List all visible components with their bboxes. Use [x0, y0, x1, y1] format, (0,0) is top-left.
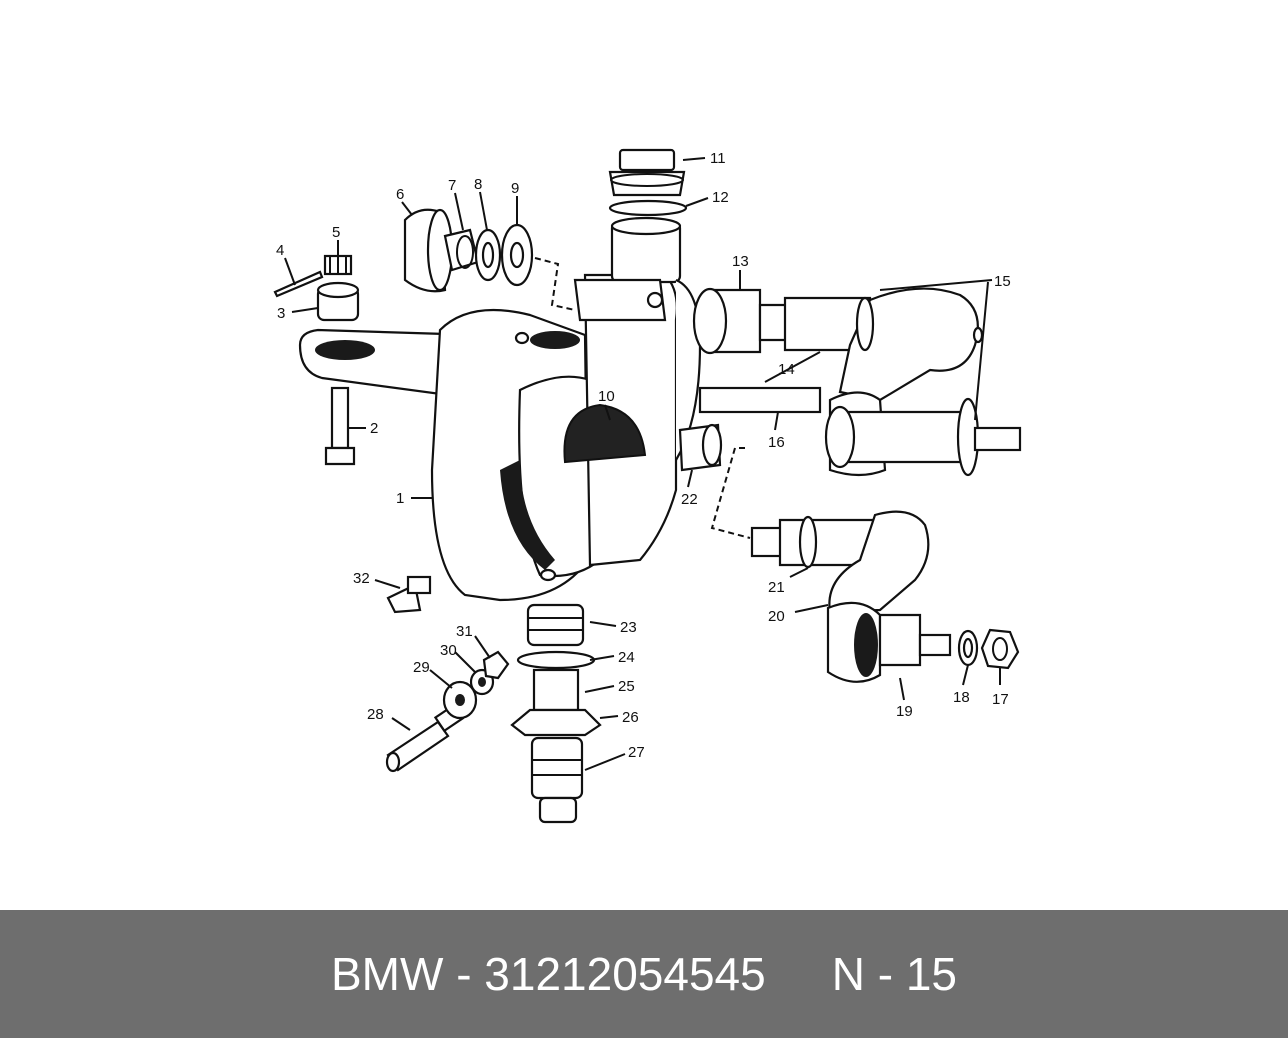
callout-19: 19 [896, 703, 913, 720]
brand-part-number: BMW - 31212054545 [331, 948, 766, 1000]
callout-2: 2 [370, 420, 378, 437]
pin-16 [698, 386, 822, 414]
kingpin-stack [510, 603, 602, 824]
callout-17: 17 [992, 691, 1009, 708]
callout-14: 14 [778, 361, 795, 378]
yoke-housing [573, 216, 702, 567]
nut-31 [482, 650, 510, 680]
callout-26: 26 [622, 709, 639, 726]
callout-31: 31 [456, 623, 473, 640]
washer-8 [474, 228, 502, 282]
callout-5: 5 [332, 224, 340, 241]
lock-washer-9 [500, 223, 534, 287]
callout-9: 9 [511, 180, 519, 197]
callout-20: 20 [768, 608, 785, 625]
top-cap-11 [608, 148, 686, 197]
callout-3: 3 [277, 305, 285, 322]
callout-15: 15 [994, 273, 1011, 290]
dashed-guide-22 [710, 447, 751, 539]
callout-23: 23 [620, 619, 637, 636]
callout-6: 6 [396, 186, 404, 203]
bolt-2 [324, 386, 356, 466]
callout-7: 7 [448, 177, 456, 194]
dust-cap-6 [403, 208, 454, 293]
bushing-3 [316, 281, 360, 322]
washer-29 [442, 680, 478, 720]
callout-29: 29 [413, 659, 430, 676]
knuckle-body [430, 308, 602, 602]
diagram-reference: N - 15 [831, 948, 957, 1000]
callout-1: 1 [396, 490, 404, 507]
washer-12 [608, 199, 688, 217]
part-number-footer: BMW - 31212054545 N - 15 [0, 910, 1288, 1038]
bushing-13 [692, 287, 762, 355]
callout-22: 22 [681, 491, 698, 508]
rubber-bump-10 [563, 403, 647, 464]
callout-13: 13 [732, 253, 749, 270]
grease-nipple-32 [386, 575, 432, 614]
callout-24: 24 [618, 649, 635, 666]
callout-27: 27 [628, 744, 645, 761]
callout-8: 8 [474, 176, 482, 193]
upper-arm-15 [758, 287, 984, 402]
callout-16: 16 [768, 434, 785, 451]
cotter-pin-4 [273, 270, 324, 298]
nut-17 [980, 628, 1020, 670]
dashed-guide-9 [534, 257, 576, 311]
callout-4: 4 [276, 242, 284, 259]
boss-19 [826, 601, 952, 683]
lower-arm-boss [824, 391, 1022, 477]
callout-32: 32 [353, 570, 370, 587]
callout-21: 21 [768, 579, 785, 596]
steering-arm [298, 328, 450, 397]
lower-arm-20 [750, 510, 930, 614]
bushing-22 [678, 423, 723, 472]
callout-11: 11 [710, 150, 726, 167]
exploded-parts-diagram: 1 2 3 4 5 6 7 8 9 10 11 12 13 14 15 16 1… [273, 148, 1022, 824]
nut-7 [443, 228, 480, 272]
callout-25: 25 [618, 678, 635, 695]
callout-18: 18 [953, 689, 970, 706]
callout-10: 10 [598, 388, 615, 405]
callout-30: 30 [440, 642, 457, 659]
castle-nut-5 [323, 254, 353, 276]
callout-28: 28 [367, 706, 384, 723]
washer-18 [957, 629, 979, 667]
leader-lines [284, 157, 1001, 771]
callout-12: 12 [712, 189, 729, 206]
